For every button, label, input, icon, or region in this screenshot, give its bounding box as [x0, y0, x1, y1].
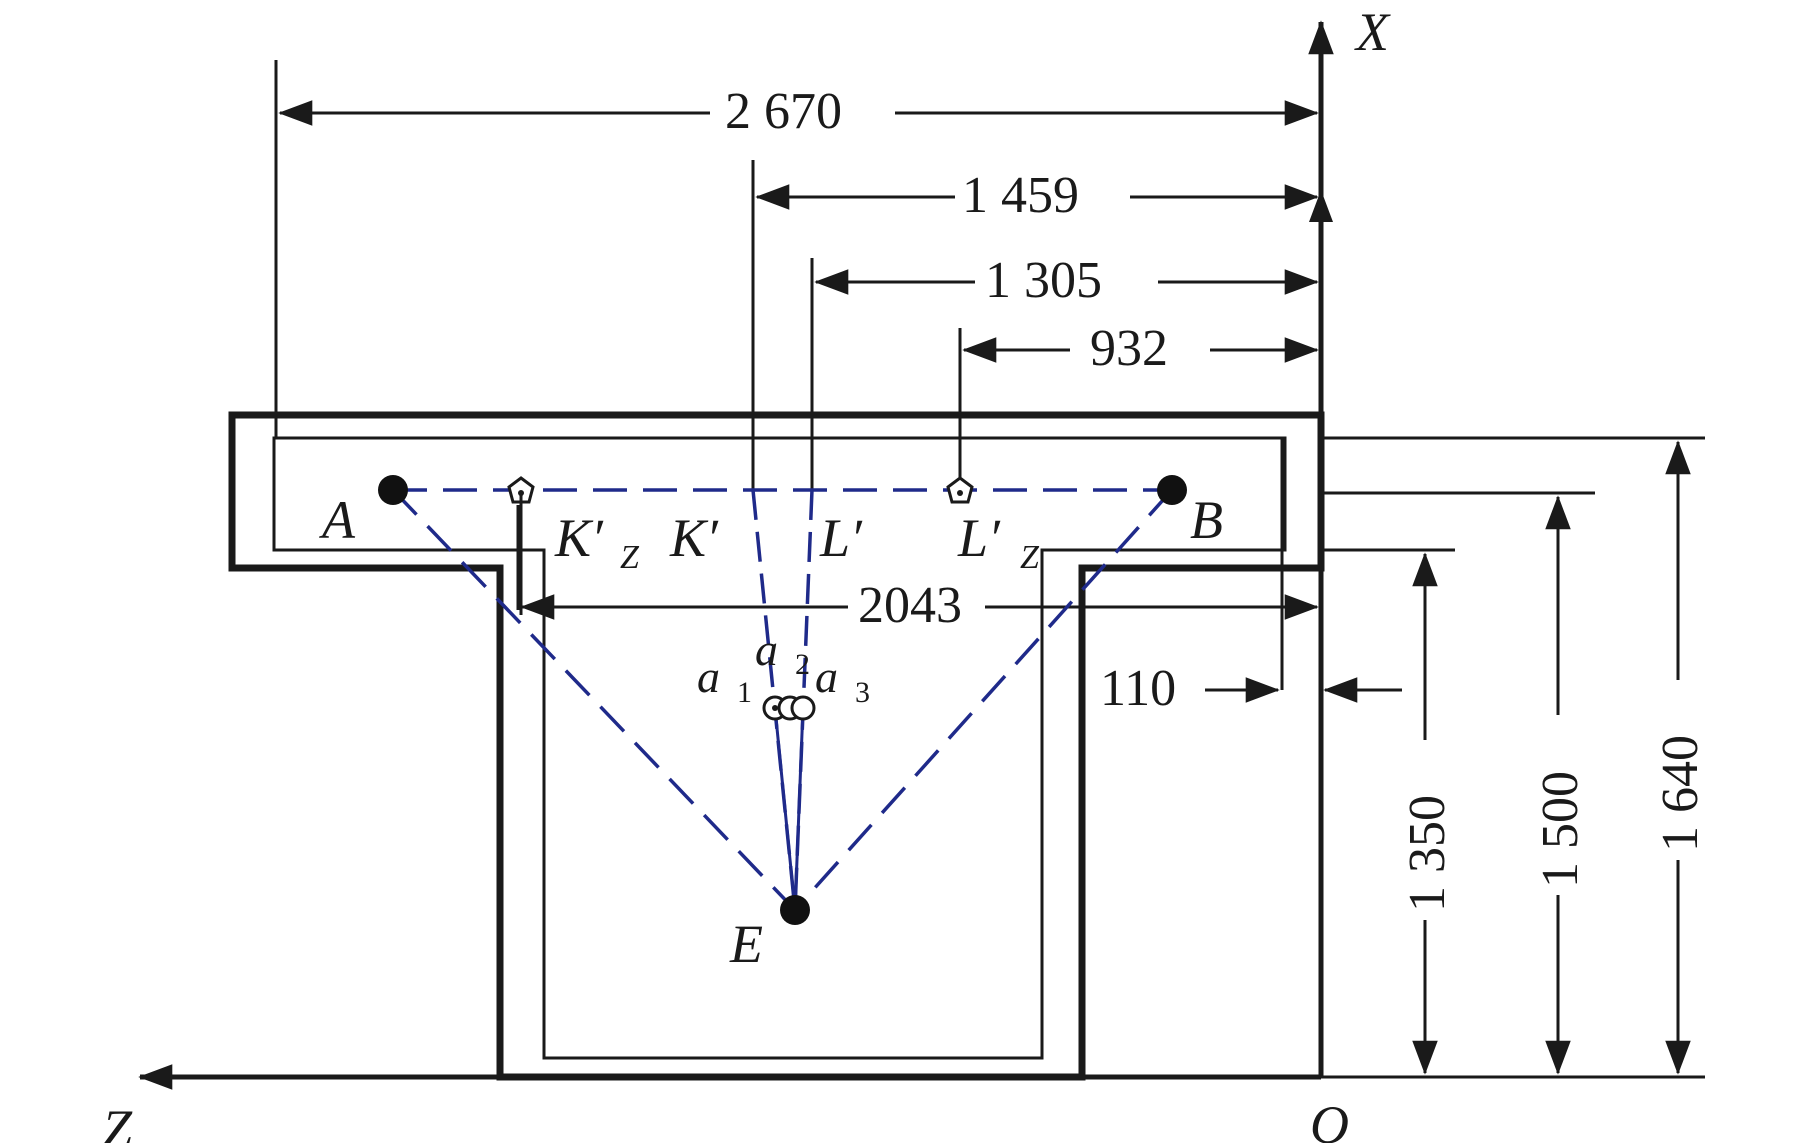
sight-line-B-E [793, 488, 1174, 912]
label-Lprime: L′ [819, 508, 863, 568]
outer-outline [228, 411, 1325, 1081]
dim-2670-text: 2 670 [725, 83, 842, 140]
marker-Kprime-z-dot [518, 490, 524, 496]
label-a2: a [755, 624, 778, 675]
marker-Lprime-z-dot [957, 490, 963, 496]
dim-2043-text: 2043 [858, 577, 962, 634]
x-axis-label: X [1354, 2, 1391, 62]
label-Kprime: K′ [669, 508, 719, 568]
label-E: E [729, 914, 763, 974]
dim-110-text: 110 [1100, 660, 1176, 717]
dim-1640-text: 1 640 [1652, 735, 1709, 852]
sight-line-a1-E [773, 707, 797, 911]
label-Kprime-z-sub: Z [620, 539, 640, 576]
label-Lprime-z-sub: Z [1020, 539, 1040, 576]
z-axis-label: Z [102, 1099, 133, 1143]
inner-outline [272, 436, 1287, 1060]
point-a3 [790, 695, 816, 721]
x-axis-arrow-mark [1309, 190, 1333, 222]
label-a3-sub: 3 [855, 676, 870, 709]
dim-932-text: 932 [1090, 320, 1168, 377]
dim-1350-text: 1 350 [1399, 795, 1456, 912]
point-A [378, 475, 408, 505]
label-B: B [1190, 490, 1223, 550]
label-a1-sub: 1 [737, 676, 752, 709]
dim-1500-text: 1 500 [1532, 771, 1589, 888]
label-Kprime-z: K′ [554, 508, 604, 568]
dim-1305-text: 1 305 [985, 252, 1102, 309]
label-a1: a [697, 651, 720, 702]
label-a2-sub: 2 [795, 648, 810, 681]
label-A: A [319, 490, 356, 550]
point-B [1157, 475, 1187, 505]
origin-label: O [1310, 1095, 1349, 1143]
point-a1-dot [772, 705, 778, 711]
label-Lprime-z: L′ [957, 508, 1001, 568]
dim-1459-text: 1 459 [962, 167, 1079, 224]
label-a3: a [815, 651, 838, 702]
point-E [780, 895, 810, 925]
sight-line-a3-E [793, 707, 805, 911]
